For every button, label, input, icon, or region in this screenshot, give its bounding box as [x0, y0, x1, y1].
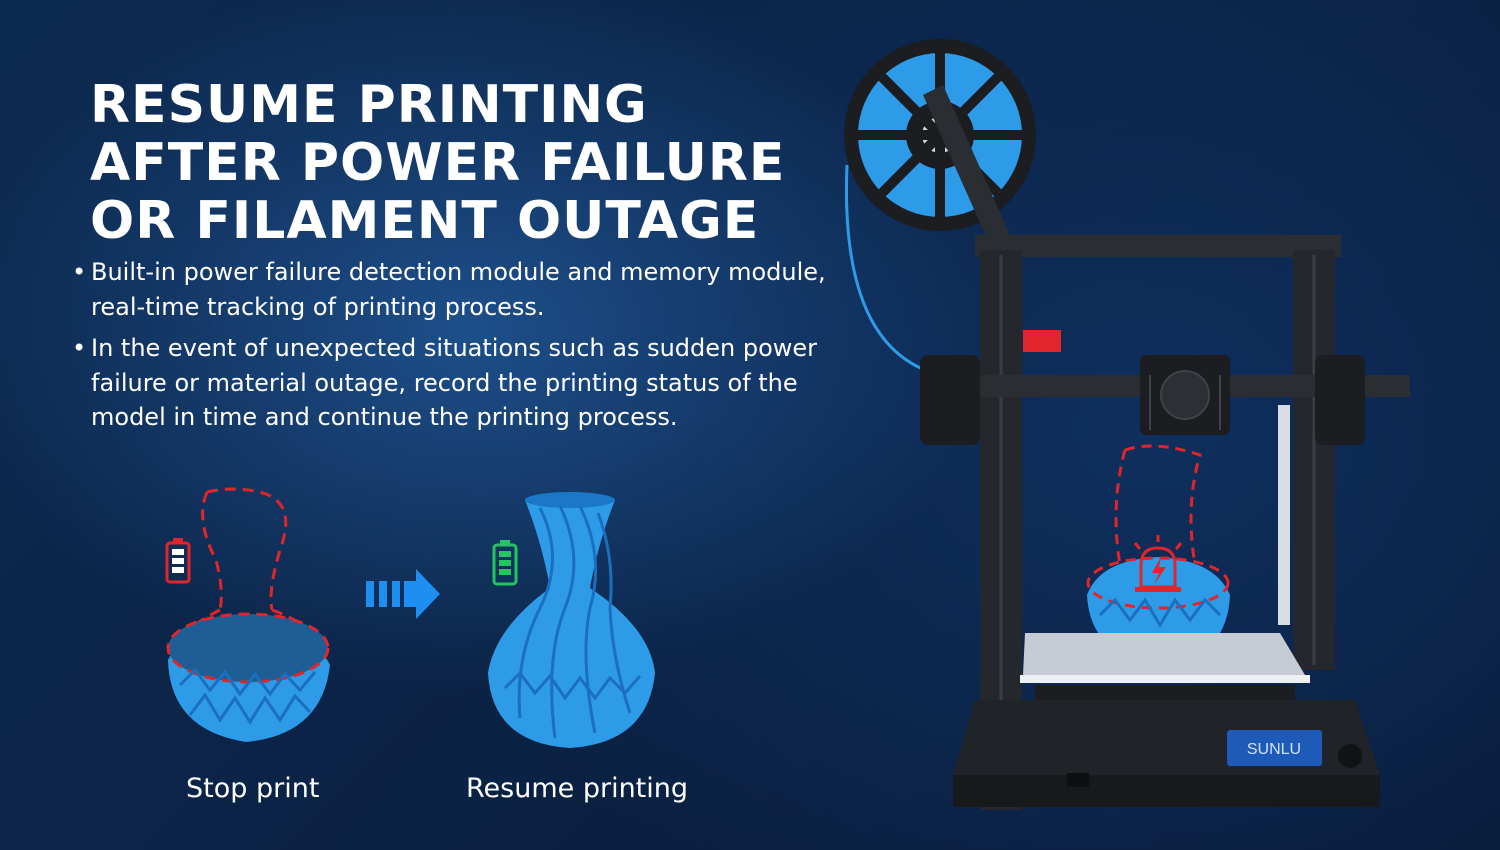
brand-label: SUNLU	[1247, 741, 1301, 758]
battery-full-icon	[492, 540, 518, 586]
feature-text: Built-in power failure detection module …	[91, 258, 826, 321]
stop-print-illustration	[166, 487, 330, 742]
headline-line-1: RESUME PRINTING	[90, 75, 648, 135]
lcd-screen	[1227, 730, 1322, 766]
missing-part-outline	[1114, 444, 1202, 566]
feature-list: • Built-in power failure detection modul…	[72, 255, 842, 442]
resume-printing-caption: Resume printing	[466, 773, 689, 804]
filament-spool	[844, 39, 1036, 231]
frame-top-bar	[975, 235, 1341, 257]
battery-low-icon	[165, 538, 191, 584]
resumed-vase-illustration	[488, 492, 655, 748]
print-bed	[1023, 633, 1305, 675]
spool-holder-arm	[923, 85, 1010, 245]
headline-line-2: AFTER POWER FAILURE	[90, 133, 786, 193]
bullet-marker: •	[72, 258, 87, 286]
control-knob	[1338, 744, 1362, 768]
feature-item: • In the event of unexpected situations …	[72, 331, 842, 435]
headline-line-3: OR FILAMENT OUTAGE	[90, 191, 760, 251]
missing-part-outline	[206, 487, 288, 611]
filament-tube	[844, 164, 926, 372]
printer-illustration: SUNLU	[844, 39, 1410, 810]
feature-item: • Built-in power failure detection modul…	[72, 255, 842, 324]
feature-text: In the event of unexpected situations su…	[91, 334, 818, 431]
filament-sensor	[1023, 330, 1061, 352]
alarm-light-icon	[1133, 535, 1183, 592]
stop-print-caption: Stop print	[186, 773, 320, 804]
arrow-right-icon	[366, 569, 440, 619]
headline: RESUME PRINTING AFTER POWER FAILURE OR F…	[90, 76, 785, 250]
bullet-marker: •	[72, 334, 87, 362]
print-head	[1140, 355, 1230, 435]
